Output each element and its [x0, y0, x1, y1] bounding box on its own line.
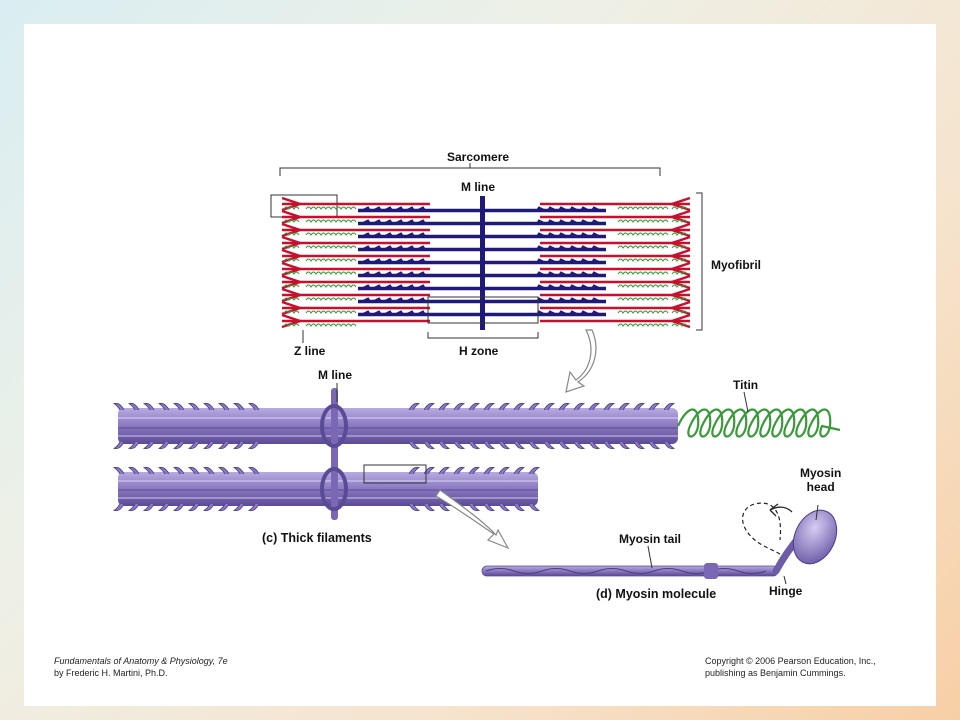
thick-filament-bottom [112, 466, 541, 512]
myosin-tail-pointer [647, 545, 653, 569]
hinge-pointer [783, 575, 787, 585]
h-zone-highlight-box [427, 296, 539, 324]
myofibril-bracket [696, 192, 703, 331]
slide [24, 24, 936, 706]
footer-copyright-line1: Copyright © 2006 Pearson Education, Inc.… [705, 656, 876, 666]
z-line-label: Z line [294, 344, 326, 358]
myofibril-label: Myofibril [711, 258, 761, 272]
footer-book-title: Fundamentals of Anatomy & Physiology, 7e [54, 656, 228, 666]
sarcomere-bracket [279, 163, 661, 176]
myosin-molecule [481, 502, 838, 579]
footer-book-credit: Fundamentals of Anatomy & Physiology, 7e… [54, 655, 228, 679]
titin-coil [676, 408, 841, 438]
caption-thick-filaments: (c) Thick filaments [262, 531, 372, 545]
thick-filament-top [112, 402, 678, 450]
sarcomere-label: Sarcomere [447, 150, 510, 164]
titin-label: Titin [733, 378, 759, 392]
footer-author: by Frederic H. Martini, Ph.D. [54, 668, 168, 678]
footer-copyright-line2: publishing as Benjamin Cummings. [705, 668, 846, 678]
zoom-arrow-1 [565, 329, 597, 393]
myofibril-rows [281, 196, 691, 330]
h-zone-bracket [427, 332, 539, 339]
myosin-head-pointer [815, 504, 819, 521]
m-line-label: M line [318, 368, 353, 382]
titin-pointer [743, 391, 749, 413]
myosin-tail-label: Myosin tail [619, 532, 682, 546]
footer-copyright: Copyright © 2006 Pearson Education, Inc.… [705, 655, 876, 679]
m-line-connector [320, 388, 348, 520]
caption-myosin-molecule: (d) Myosin molecule [596, 587, 717, 601]
myosin-highlight-box [363, 464, 427, 484]
z-line-highlight-box [270, 194, 338, 218]
myosin-head-label: Myosin head [800, 466, 842, 494]
h-zone-label: H zone [459, 344, 499, 358]
hinge-label: Hinge [769, 584, 803, 598]
zoom-arrow-2 [435, 489, 510, 550]
m-line-top-label: M line [461, 180, 496, 194]
